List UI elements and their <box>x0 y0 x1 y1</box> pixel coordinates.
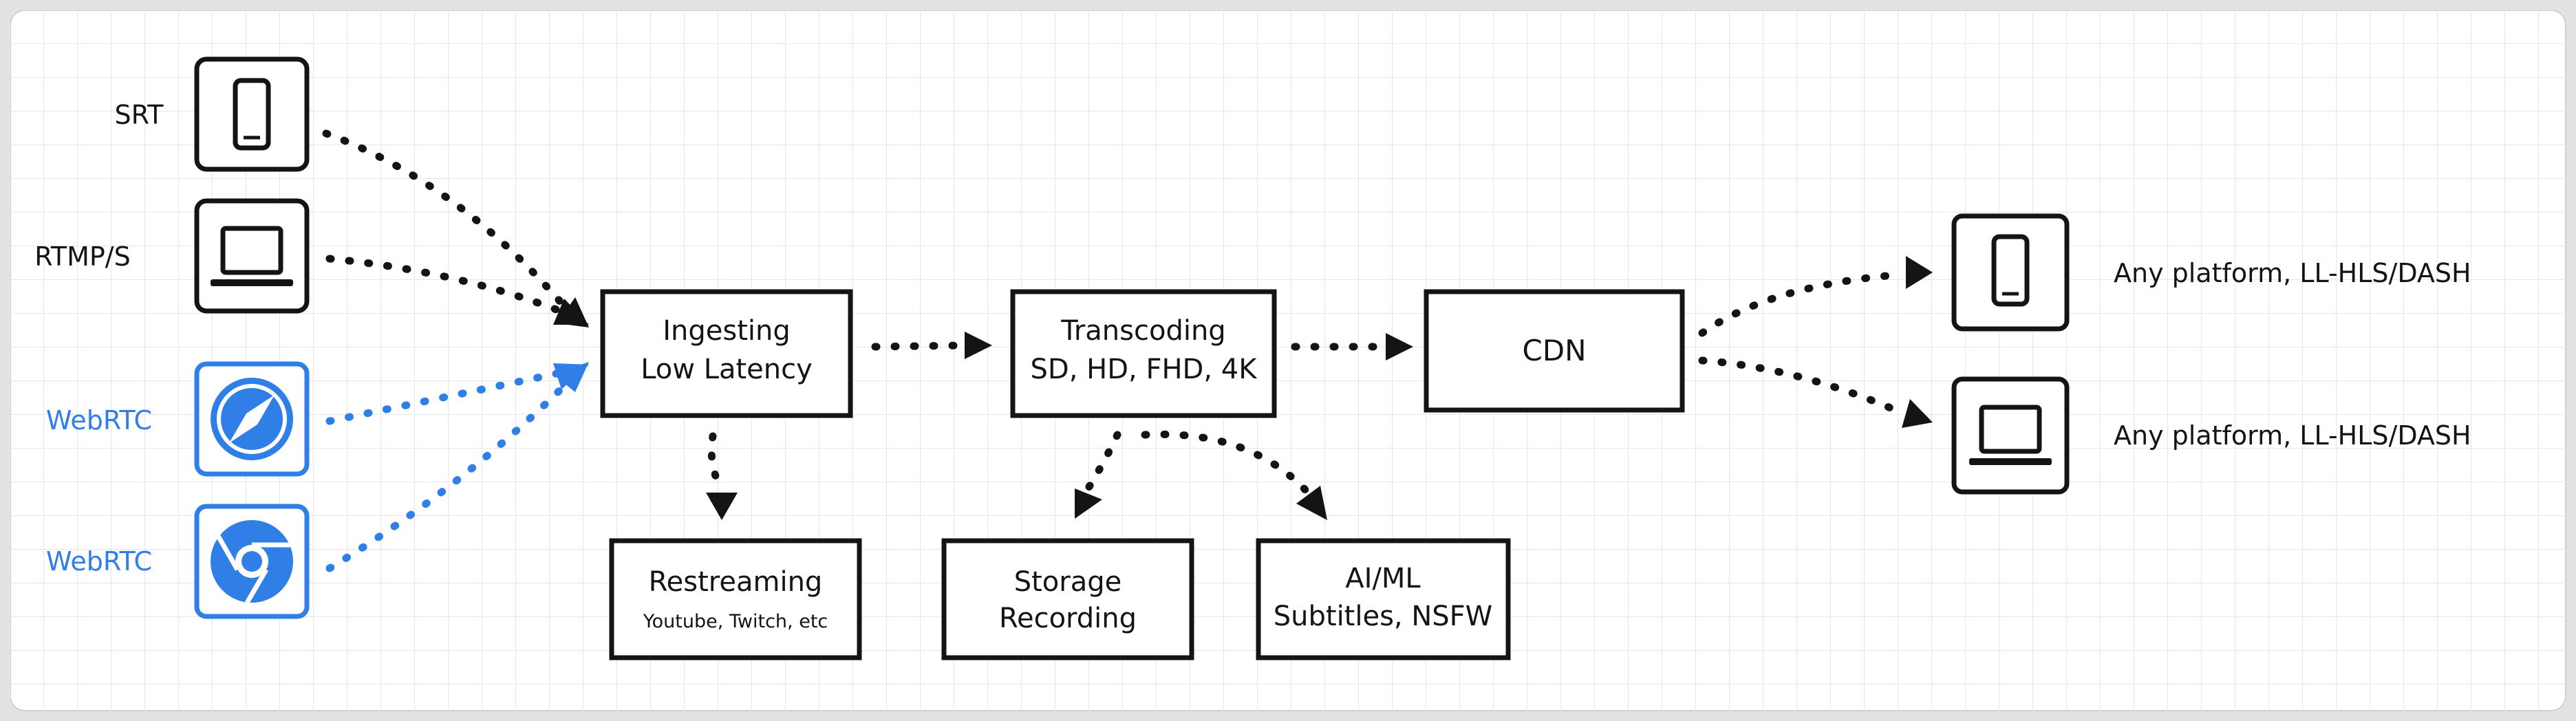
storage-box: Storage Recording <box>941 538 1194 660</box>
arrow-cdn-to-laptop <box>1698 356 1933 428</box>
destination-label-1: Any platform, LL-HLS/DASH <box>2114 258 2471 288</box>
arrow-cdn-to-phone <box>1698 256 1933 337</box>
aiml-subtitle: Subtitles, NSFW <box>1274 601 1492 632</box>
cdn-title: CDN <box>1522 334 1586 367</box>
transcode-subtitle: SD, HD, FHD, 4K <box>1031 354 1258 385</box>
ingest-subtitle: Low Latency <box>641 354 813 385</box>
transcode-title: Transcoding <box>1060 315 1225 347</box>
transcode-box: Transcoding SD, HD, FHD, 4K <box>1010 289 1277 418</box>
streaming-pipeline-diagram: SRT RTMP/S WebRTC WebRTC <box>10 10 2566 711</box>
aiml-box: AI/ML Subtitles, NSFW <box>1256 538 1511 660</box>
source-label-srt: SRT <box>115 100 164 130</box>
source-label-rtmps: RTMP/S <box>34 241 130 272</box>
arrow-transcode-to-cdn <box>1291 333 1413 360</box>
aiml-title: AI/ML <box>1345 563 1421 594</box>
chrome-browser-icon <box>194 504 310 619</box>
laptop-icon <box>1951 376 2070 495</box>
arrow-transcode-to-aiml <box>1141 430 1327 520</box>
storage-subtitle: Recording <box>999 603 1137 634</box>
laptop-icon <box>194 198 310 314</box>
phone-icon <box>194 56 310 172</box>
ingest-title: Ingesting <box>663 315 791 347</box>
arrow-rtmps-to-ingest <box>325 255 589 325</box>
restream-box: Restreaming Youtube, Twitch, etc <box>609 538 862 660</box>
restream-title: Restreaming <box>649 566 823 598</box>
source-label-webrtc-1: WebRTC <box>46 405 152 435</box>
source-label-webrtc-2: WebRTC <box>46 546 152 577</box>
phone-icon <box>1951 213 2070 332</box>
arrow-ingest-to-restream <box>706 432 738 520</box>
ingest-box: Ingesting Low Latency <box>600 289 853 418</box>
arrow-webrtc-2-to-ingest <box>325 362 589 572</box>
diagram-frame: SRT RTMP/S WebRTC WebRTC <box>10 10 2566 711</box>
restream-subtitle: Youtube, Twitch, etc <box>643 611 828 632</box>
storage-title: Storage <box>1014 566 1122 598</box>
destination-label-2: Any platform, LL-HLS/DASH <box>2114 420 2471 451</box>
arrow-ingest-to-transcode <box>871 332 992 359</box>
safari-browser-icon <box>194 361 310 477</box>
arrow-transcode-to-storage <box>1075 431 1121 519</box>
cdn-box: CDN <box>1424 289 1685 413</box>
